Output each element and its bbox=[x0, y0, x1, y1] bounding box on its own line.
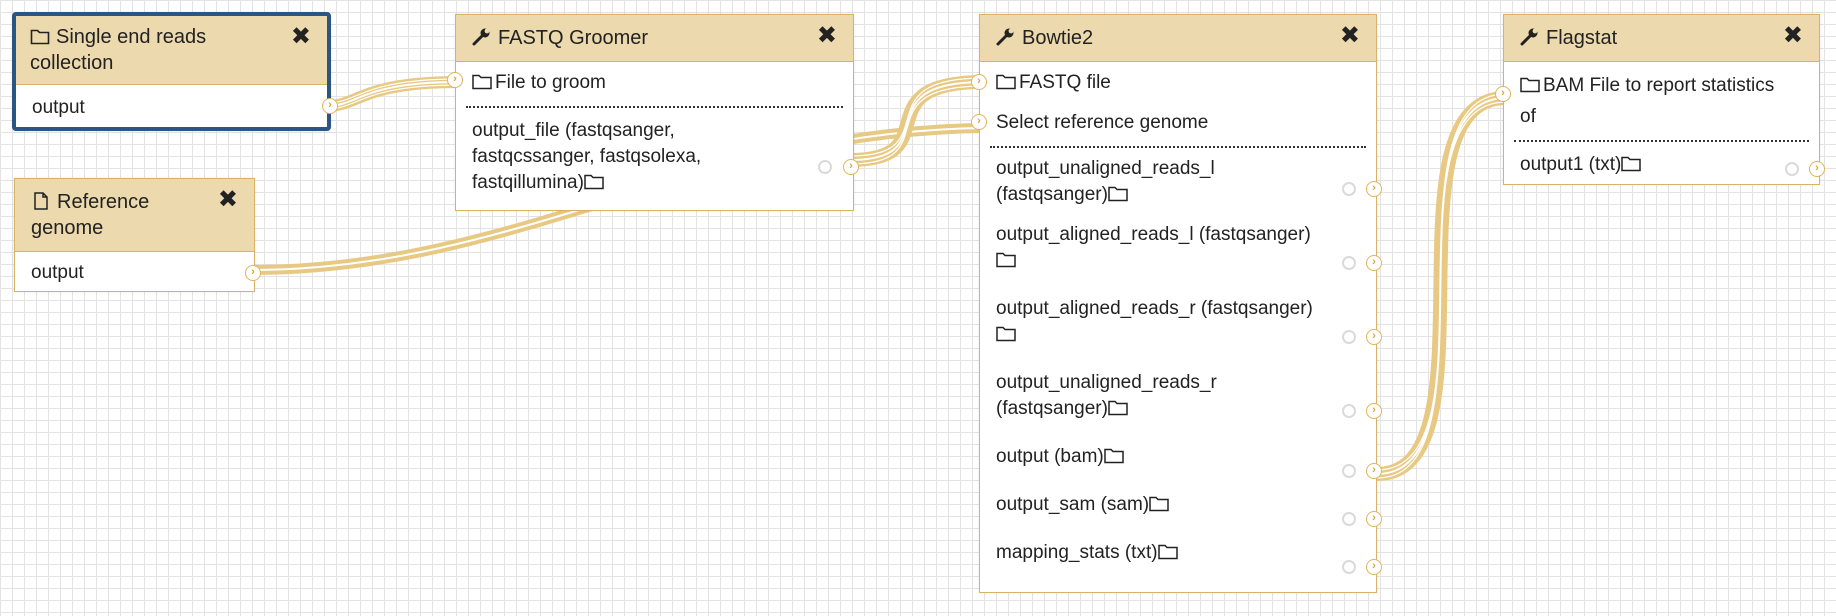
close-node-button[interactable]: ✖ bbox=[1782, 22, 1803, 49]
output-row: output_unaligned_reads_r (fastqsanger) bbox=[980, 370, 1376, 444]
output-label: output bbox=[32, 97, 85, 118]
output-terminal[interactable] bbox=[1366, 511, 1382, 527]
node-bowtie2[interactable]: Bowtie2 ✖ FASTQ file Select reference ge… bbox=[971, 14, 1382, 593]
input-row: BAM File to report statistics of bbox=[1504, 62, 1819, 140]
output-row: output_unaligned_reads_l (fastqsanger) bbox=[980, 148, 1376, 222]
output-terminal[interactable] bbox=[245, 265, 261, 281]
output-label: mapping_stats (txt) bbox=[996, 542, 1158, 563]
folder-icon bbox=[996, 74, 1016, 90]
node-title: Flagstat bbox=[1546, 27, 1618, 49]
folder-icon bbox=[1621, 156, 1642, 172]
node-title-bar[interactable]: FASTQ Groomer ✖ bbox=[456, 15, 853, 62]
input-terminal[interactable] bbox=[971, 114, 987, 130]
output-label: output1 (txt) bbox=[1520, 154, 1622, 175]
output-row: output (bam) bbox=[980, 444, 1376, 492]
node-title: Reference genome bbox=[31, 191, 150, 239]
node-title-bar[interactable]: Single end reads collection ✖ bbox=[16, 16, 327, 85]
folder-icon bbox=[1149, 496, 1169, 512]
connection-groomer-to-bowtie bbox=[843, 75, 991, 167]
wrench-icon bbox=[996, 28, 1014, 46]
output-label: output_aligned_reads_r (fastqsanger) bbox=[996, 298, 1313, 319]
input-label: BAM File to report statistics of bbox=[1520, 75, 1775, 127]
gear-icon[interactable] bbox=[1342, 330, 1356, 344]
gear-icon[interactable] bbox=[1785, 162, 1799, 176]
output-terminal[interactable] bbox=[1366, 403, 1382, 419]
folder-icon bbox=[1108, 400, 1128, 416]
node-title-bar[interactable]: Bowtie2 ✖ bbox=[980, 15, 1376, 62]
output-terminal[interactable] bbox=[1366, 255, 1382, 271]
close-node-button[interactable]: ✖ bbox=[1339, 22, 1360, 49]
gear-icon[interactable] bbox=[1342, 256, 1356, 270]
divider bbox=[466, 106, 843, 108]
input-label: Select reference genome bbox=[996, 112, 1209, 133]
output-label: output_file (fastqsanger, fastqcssanger,… bbox=[472, 120, 702, 193]
close-node-button[interactable]: ✖ bbox=[816, 22, 837, 49]
gear-icon[interactable] bbox=[1342, 464, 1356, 478]
output-row: output bbox=[16, 85, 327, 129]
divider bbox=[1514, 140, 1809, 142]
output-terminal[interactable] bbox=[1366, 559, 1382, 575]
output-label: output_sam (sam) bbox=[996, 494, 1150, 515]
output-terminal[interactable] bbox=[1809, 161, 1825, 177]
folder-icon bbox=[1157, 544, 1178, 560]
output-row: output_sam (sam) bbox=[980, 492, 1376, 540]
input-label: File to groom bbox=[495, 72, 606, 93]
output-row: output bbox=[15, 252, 254, 294]
divider bbox=[990, 146, 1366, 148]
input-terminal[interactable] bbox=[971, 74, 987, 90]
gear-icon[interactable] bbox=[1342, 560, 1356, 574]
folder-icon bbox=[584, 174, 604, 190]
node-title-bar[interactable]: Flagstat ✖ bbox=[1504, 15, 1819, 62]
input-label: FASTQ file bbox=[1019, 72, 1111, 93]
output-label: output_unaligned_reads_l (fastqsanger) bbox=[996, 158, 1215, 205]
node-reference-genome[interactable]: Reference genome ✖ output bbox=[14, 178, 261, 294]
output-terminal[interactable] bbox=[843, 159, 859, 175]
gear-icon[interactable] bbox=[818, 160, 832, 174]
wrench-icon bbox=[1520, 28, 1538, 46]
folder-icon bbox=[996, 326, 1016, 342]
output-terminal[interactable] bbox=[322, 98, 338, 114]
output-row: mapping_stats (txt) bbox=[980, 540, 1376, 580]
folder-icon bbox=[472, 74, 492, 90]
folder-icon bbox=[996, 252, 1016, 268]
output-terminal[interactable] bbox=[1366, 329, 1382, 345]
connection-reads-to-groomer bbox=[320, 76, 466, 112]
close-node-button[interactable]: ✖ bbox=[217, 186, 238, 213]
wrench-icon bbox=[472, 28, 490, 46]
node-title: Bowtie2 bbox=[1022, 27, 1094, 49]
output-row: output_aligned_reads_r (fastqsanger) bbox=[980, 296, 1376, 370]
node-flagstat[interactable]: Flagstat ✖ BAM File to report statistics… bbox=[1495, 14, 1825, 185]
file-icon bbox=[34, 192, 48, 210]
output-row: output_file (fastqsanger, fastqcssanger,… bbox=[456, 108, 853, 196]
output-row: output1 (txt) bbox=[1504, 142, 1819, 178]
gear-icon[interactable] bbox=[1342, 512, 1356, 526]
output-label: output (bam) bbox=[996, 446, 1104, 467]
folder-icon bbox=[1103, 448, 1124, 464]
input-row: File to groom bbox=[456, 62, 853, 106]
input-row: FASTQ file bbox=[980, 62, 1376, 102]
gear-icon[interactable] bbox=[1342, 182, 1356, 196]
output-terminal[interactable] bbox=[1366, 181, 1382, 197]
gear-icon[interactable] bbox=[1342, 404, 1356, 418]
input-row: Select reference genome bbox=[980, 102, 1376, 146]
input-terminal[interactable] bbox=[447, 72, 463, 88]
output-label: output bbox=[31, 262, 84, 283]
folder-icon bbox=[1520, 77, 1540, 93]
folder-icon bbox=[30, 29, 50, 45]
node-title: FASTQ Groomer bbox=[498, 27, 649, 49]
output-label: output_aligned_reads_l (fastqsanger) bbox=[996, 224, 1311, 245]
node-title: Single end reads collection bbox=[30, 26, 207, 74]
output-label: output_unaligned_reads_r (fastqsanger) bbox=[996, 372, 1217, 419]
output-row: output_aligned_reads_l (fastqsanger) bbox=[980, 222, 1376, 296]
node-single-end-reads-collection[interactable]: Single end reads collection ✖ output bbox=[12, 12, 338, 131]
node-title-bar[interactable]: Reference genome ✖ bbox=[15, 179, 254, 252]
output-terminal[interactable] bbox=[1366, 463, 1382, 479]
close-node-button[interactable]: ✖ bbox=[290, 23, 311, 50]
folder-icon bbox=[1108, 186, 1128, 202]
node-fastq-groomer[interactable]: FASTQ Groomer ✖ File to groom output_fil… bbox=[447, 14, 859, 211]
input-terminal[interactable] bbox=[1495, 86, 1511, 102]
connection-bowtie-to-flagstat bbox=[1370, 91, 1513, 481]
